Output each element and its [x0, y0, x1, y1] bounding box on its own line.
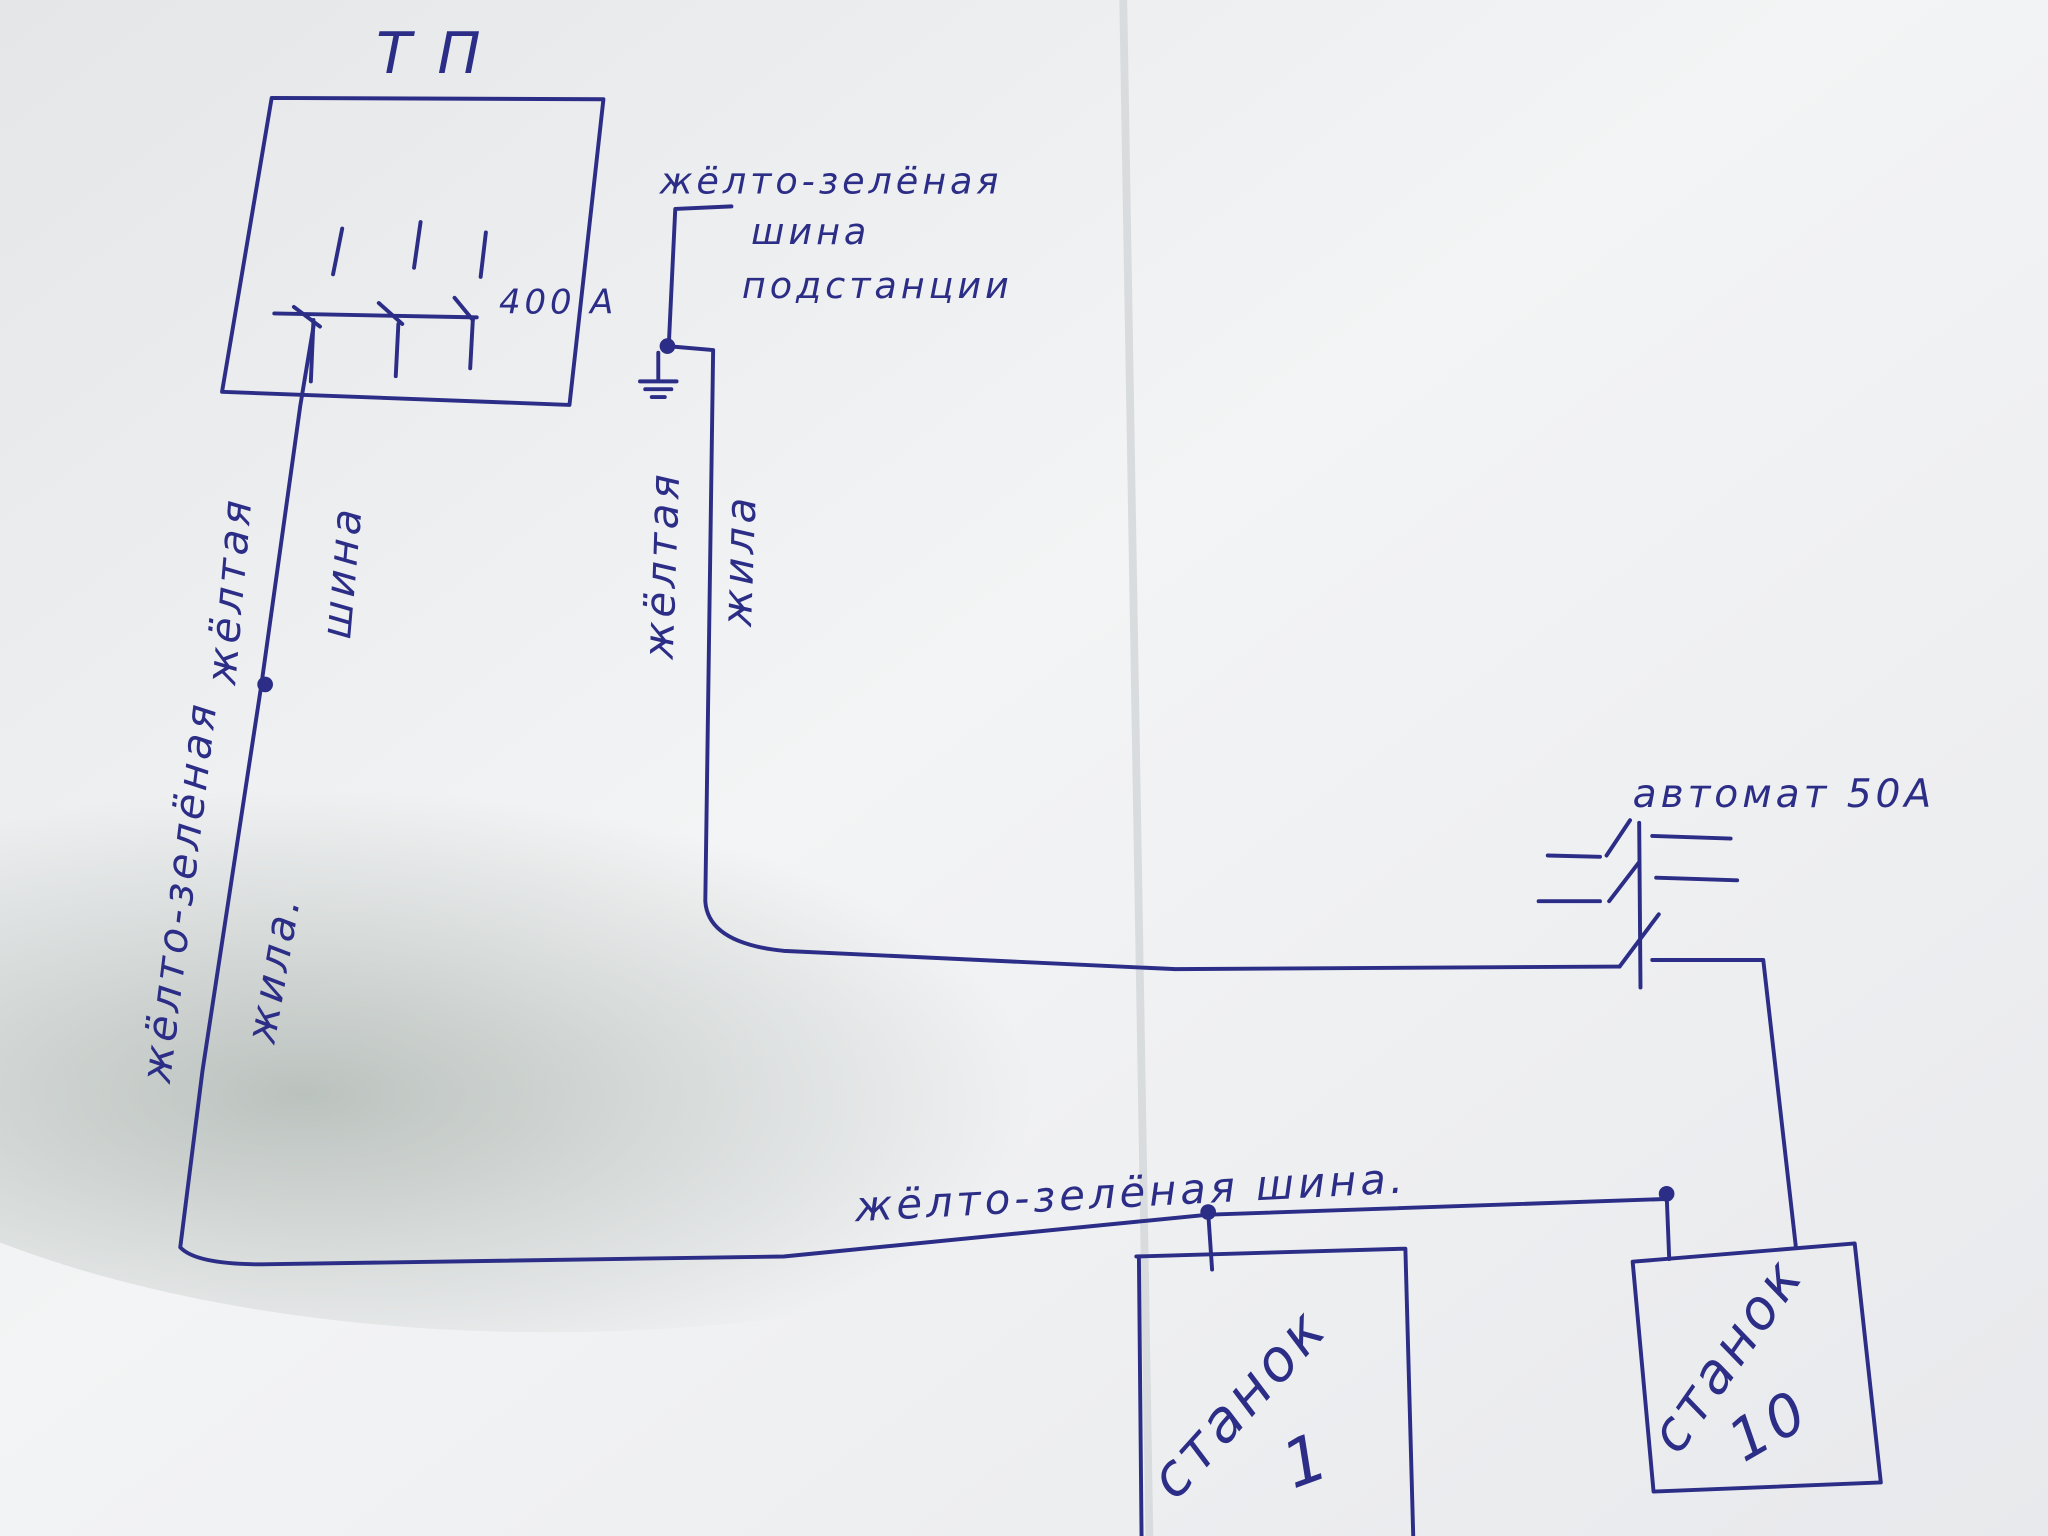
ground-wire	[666, 204, 734, 349]
ground-bus-label-1: жёлто-зелёная	[659, 159, 1003, 202]
paper-shadow	[0, 653, 1359, 1333]
ground-icon	[638, 350, 679, 400]
ground-bus-label-3: подстанции	[742, 264, 1013, 307]
middle-label-1: жёлтая	[634, 470, 690, 661]
machine1-ground-link	[1206, 1210, 1215, 1272]
substation-box	[220, 96, 606, 407]
machine10-box	[1630, 1241, 1883, 1494]
left-upper-label-2: шина	[311, 503, 371, 641]
left-junction	[257, 676, 273, 693]
load-wire	[1650, 958, 1798, 1250]
middle-label-2: жила	[712, 493, 766, 628]
left-wire	[178, 324, 1668, 1267]
machine1-box	[1134, 1246, 1416, 1536]
substation-title: Т П	[376, 20, 484, 87]
machine10-ground-node	[1658, 1185, 1675, 1202]
breaker-50a-label: автомат 50А	[1633, 772, 1935, 817]
ground-bus-label-2: шина	[751, 210, 870, 253]
machine10-ground-link	[1664, 1191, 1672, 1262]
breaker-rating: 400 А	[499, 282, 617, 322]
phase-wire	[665, 344, 1622, 972]
breaker-50a-symbol	[1536, 818, 1740, 990]
machine1-ground-node	[1200, 1204, 1216, 1220]
paper-fold	[1119, 0, 1154, 1536]
